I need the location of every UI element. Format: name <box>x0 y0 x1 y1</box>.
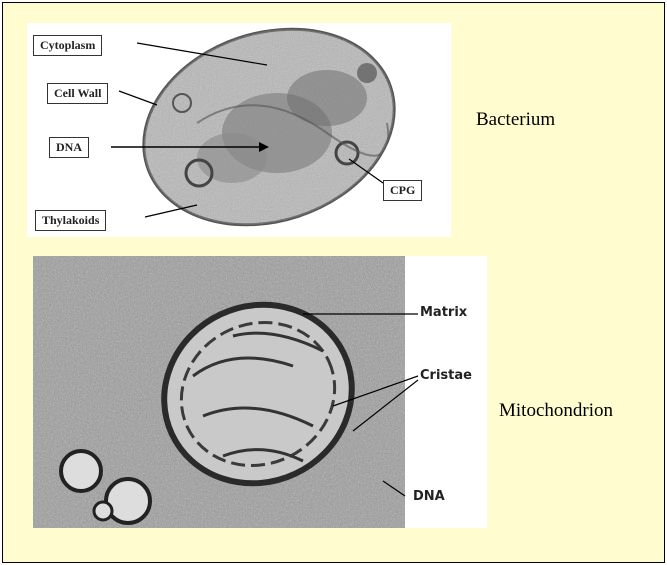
mitochondrion-image <box>33 256 487 528</box>
mitochondrion-micrograph: Matrix Cristae DNA <box>33 256 487 528</box>
cristae-label: Cristae <box>420 368 472 383</box>
cytoplasm-label: Cytoplasm <box>33 35 102 56</box>
mito-dna-label: DNA <box>413 489 445 504</box>
cpg-label: CPG <box>383 180 422 201</box>
mitochondrion-caption: Mitochondrion <box>499 400 613 422</box>
bacterium-micrograph: Cytoplasm Cell Wall DNA Thylakoids CPG <box>27 23 451 237</box>
thylakoids-label: Thylakoids <box>35 210 106 231</box>
dna-label: DNA <box>49 137 89 158</box>
cell-wall-label: Cell Wall <box>47 83 108 104</box>
bacterium-caption: Bacterium <box>476 109 555 131</box>
matrix-label: Matrix <box>420 305 467 320</box>
